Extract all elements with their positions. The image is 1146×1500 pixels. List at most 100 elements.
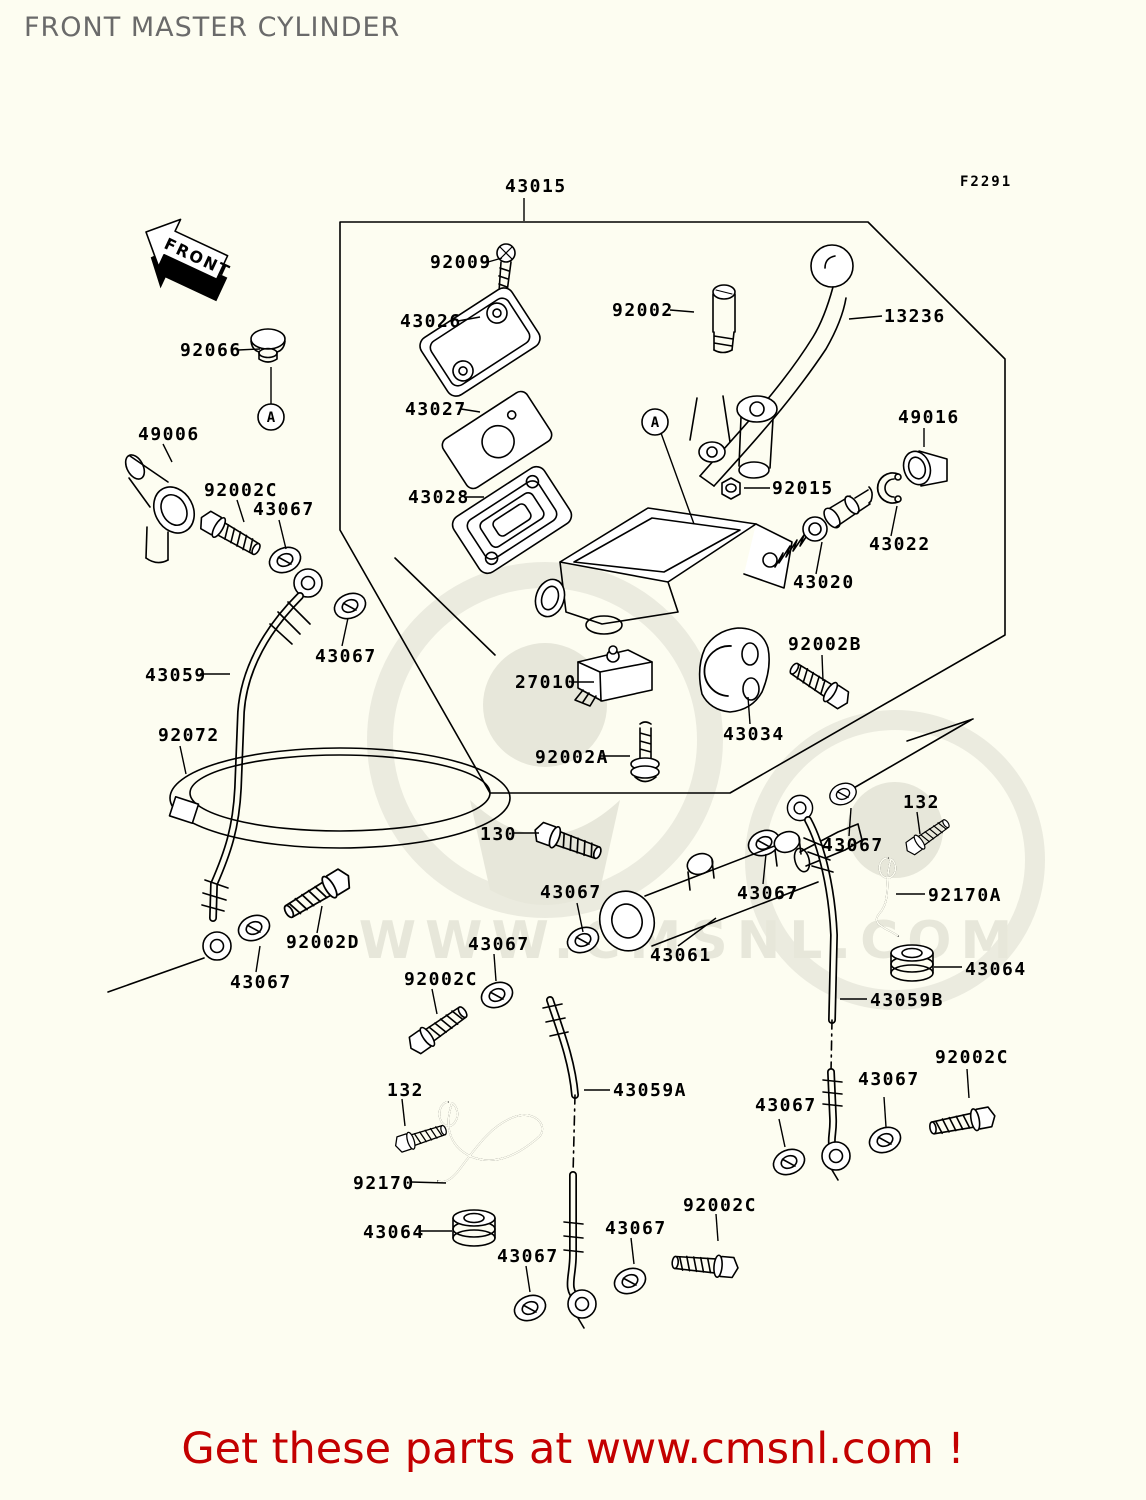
part-number-label[interactable]: 43064 bbox=[363, 1222, 425, 1243]
watermark: WWW.CMSNL.COM bbox=[359, 562, 1045, 1010]
switch-screw-drawing bbox=[630, 721, 660, 783]
part-number-label[interactable]: 13236 bbox=[884, 306, 946, 327]
leader-line bbox=[815, 541, 823, 575]
part-number-label[interactable]: 92002A bbox=[535, 747, 609, 768]
leader-line bbox=[669, 309, 695, 313]
part-number-label[interactable]: 92002D bbox=[286, 932, 360, 953]
hose-clamp-92072-drawing bbox=[168, 747, 511, 849]
part-number-label[interactable]: 43020 bbox=[793, 572, 855, 593]
part-number-label[interactable]: 43067 bbox=[468, 934, 530, 955]
part-number-label[interactable]: 92066 bbox=[180, 340, 242, 361]
leader-line bbox=[401, 1098, 406, 1127]
part-number-label[interactable]: 92002C bbox=[404, 969, 478, 990]
locknut-drawing bbox=[721, 477, 741, 500]
leader-line bbox=[162, 443, 173, 463]
master-cylinder-body-drawing bbox=[534, 507, 793, 635]
part-number-label[interactable]: 92009 bbox=[430, 252, 492, 273]
pipe-joint-drawing bbox=[124, 454, 196, 564]
handlebar-clamp-drawing bbox=[698, 627, 770, 713]
reservoir-screw-drawing bbox=[496, 243, 516, 296]
leader-line bbox=[890, 505, 898, 537]
part-number-label[interactable]: 92072 bbox=[158, 725, 220, 746]
leader-line bbox=[821, 654, 824, 682]
part-number-label[interactable]: 43028 bbox=[408, 487, 470, 508]
leader-line bbox=[966, 1068, 970, 1099]
part-number-label[interactable]: 43067 bbox=[822, 835, 884, 856]
part-number-label[interactable]: 43027 bbox=[405, 399, 467, 420]
leader-line bbox=[493, 953, 497, 982]
construction-line bbox=[394, 557, 496, 656]
part-number-label[interactable]: 43067 bbox=[605, 1218, 667, 1239]
part-number-label[interactable]: 43026 bbox=[400, 311, 462, 332]
leader-line bbox=[460, 408, 481, 413]
footer-link-text[interactable]: Get these parts at www.cmsnl.com ! bbox=[181, 1424, 965, 1474]
part-number-label[interactable]: 43022 bbox=[869, 534, 931, 555]
reservoir-cap-drawing bbox=[419, 287, 541, 397]
washer-drawing bbox=[329, 588, 371, 624]
part-number-label[interactable]: 43067 bbox=[253, 499, 315, 520]
part-number-label[interactable]: 43059A bbox=[613, 1080, 687, 1101]
front-direction-arrow: FRONT bbox=[145, 218, 234, 302]
cap-plug-drawing bbox=[250, 328, 286, 363]
washer-drawing bbox=[476, 977, 518, 1013]
brake-hose-43059b-drawing bbox=[786, 794, 851, 1181]
part-number-label[interactable]: 43067 bbox=[497, 1246, 559, 1267]
part-number-label[interactable]: 43059B bbox=[870, 990, 944, 1011]
leader-line bbox=[316, 905, 323, 934]
part-number-label[interactable]: 43067 bbox=[230, 972, 292, 993]
part-number-label[interactable]: 43059 bbox=[145, 665, 207, 686]
footer-banner[interactable]: Get these parts at www.cmsnl.com ! bbox=[0, 1424, 1146, 1474]
leader-line bbox=[762, 853, 767, 885]
part-number-label[interactable]: 43067 bbox=[737, 883, 799, 904]
leader-line bbox=[278, 519, 287, 550]
leader-line bbox=[576, 902, 584, 933]
brake-lever-drawing bbox=[689, 244, 854, 487]
part-number-label[interactable]: 92170A bbox=[928, 885, 1002, 906]
clamp-bolt-drawing bbox=[785, 657, 855, 714]
part-number-label[interactable]: 43061 bbox=[650, 945, 712, 966]
part-number-label[interactable]: 43034 bbox=[723, 724, 785, 745]
leader-line bbox=[179, 745, 187, 775]
diagram-code: F2291 bbox=[960, 174, 1012, 190]
small-bolt-132-drawing bbox=[392, 1120, 450, 1155]
part-number-label[interactable]: 92002B bbox=[788, 634, 862, 655]
part-number-label[interactable]: 130 bbox=[480, 824, 517, 845]
wire-clip-92170-drawing bbox=[437, 1101, 543, 1183]
part-number-label[interactable]: 92002 bbox=[612, 300, 674, 321]
part-number-label[interactable]: 92002C bbox=[935, 1047, 1009, 1068]
leader-line bbox=[778, 1118, 786, 1148]
reference-bubble-label: A bbox=[651, 415, 660, 431]
leader-line bbox=[747, 696, 751, 725]
leader-line bbox=[341, 617, 349, 647]
page-title: FRONT MASTER CYLINDER bbox=[24, 12, 401, 43]
reference-bubble bbox=[257, 403, 285, 431]
part-number-label[interactable]: 92002C bbox=[683, 1195, 757, 1216]
part-number-label[interactable]: 43067 bbox=[858, 1069, 920, 1090]
part-number-label[interactable]: 43067 bbox=[755, 1095, 817, 1116]
part-number-label[interactable]: 49006 bbox=[138, 424, 200, 445]
leader-line bbox=[525, 1265, 531, 1293]
leader-line bbox=[236, 499, 245, 523]
part-number-label[interactable]: 27010 bbox=[515, 672, 577, 693]
part-number-label[interactable]: 92015 bbox=[772, 478, 834, 499]
brake-hose-43059a-drawing bbox=[542, 996, 597, 1329]
part-number-label[interactable]: 92170 bbox=[353, 1173, 415, 1194]
brake-switch-drawing bbox=[574, 645, 653, 707]
routing-arrow bbox=[851, 718, 974, 790]
part-number-label[interactable]: 43067 bbox=[315, 646, 377, 667]
leader-line bbox=[848, 807, 852, 837]
part-number-label[interactable]: 132 bbox=[903, 792, 940, 813]
diaphragm-drawing bbox=[451, 465, 573, 575]
hose-junction-drawing bbox=[598, 823, 863, 952]
washer-drawing bbox=[768, 1144, 810, 1180]
part-number-label[interactable]: 43067 bbox=[540, 882, 602, 903]
part-number-label[interactable]: 49016 bbox=[898, 407, 960, 428]
part-number-label[interactable]: 92002C bbox=[204, 480, 278, 501]
brake-hose-43059-drawing bbox=[107, 568, 323, 993]
part-number-label[interactable]: 132 bbox=[387, 1080, 424, 1101]
assembly-outline-box bbox=[339, 221, 1006, 794]
part-number-label[interactable]: 43064 bbox=[965, 959, 1027, 980]
part-number-label[interactable]: 43015 bbox=[505, 176, 567, 197]
